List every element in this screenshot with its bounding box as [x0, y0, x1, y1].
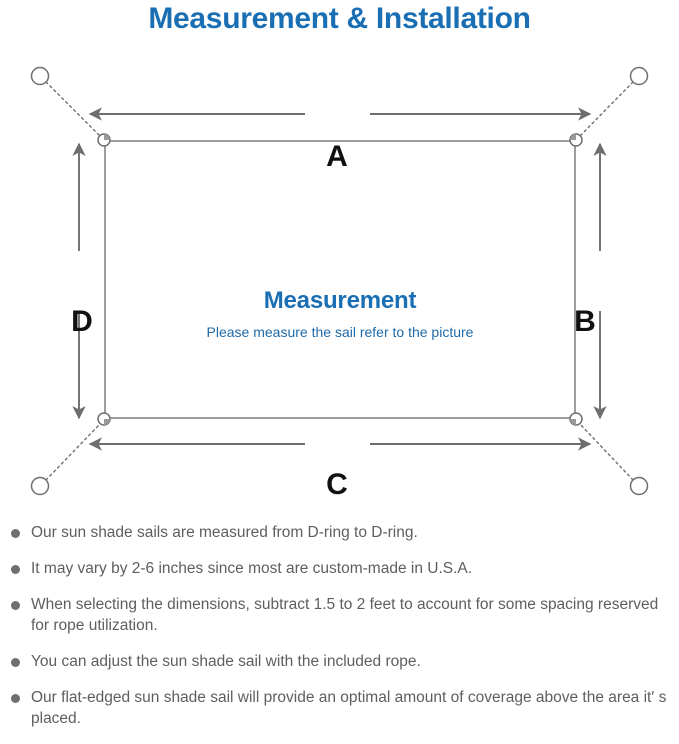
sail-center-subtitle: Please measure the sail refer to the pic…: [206, 324, 474, 340]
list-item: When selecting the dimensions, subtract …: [0, 594, 679, 636]
list-item: It may vary by 2-6 inches since most are…: [0, 558, 679, 579]
d-ring-bottom-left-tab: [104, 419, 110, 425]
rope-top-right: [579, 81, 634, 137]
sail-center-title: Measurement: [263, 287, 417, 314]
rope-lines: [45, 81, 634, 481]
anchor-bottom-right-icon: [629, 476, 649, 496]
page-title: Measurement & Installation: [148, 2, 531, 35]
note-text: Our flat-edged sun shade sail will provi…: [31, 689, 667, 727]
anchor-top-left-icon: [30, 66, 50, 86]
rope-bottom-left: [45, 423, 101, 481]
sail-center-label: Measurement Please measure the sail refe…: [140, 286, 540, 342]
anchor-rings: [30, 66, 649, 496]
note-text: Our sun shade sails are measured from D-…: [31, 524, 418, 541]
d-ring-top-right-tab: [570, 134, 576, 140]
d-ring-bottom-right-tab: [570, 419, 576, 425]
dimension-label-d: D: [71, 305, 93, 338]
bullet-icon: [11, 658, 20, 667]
dimension-label-c: C: [326, 468, 348, 501]
sail-outline: [104, 140, 576, 419]
d-ring-top-left-tab: [104, 134, 110, 140]
list-item: Our sun shade sails are measured from D-…: [0, 522, 679, 543]
anchor-bottom-left-icon: [30, 476, 50, 496]
note-text: When selecting the dimensions, subtract …: [31, 596, 659, 634]
note-text: You can adjust the sun shade sail with t…: [31, 653, 421, 670]
rope-bottom-right: [579, 423, 634, 481]
dimension-arrows: [72, 107, 607, 451]
dimension-label-b: B: [574, 305, 596, 338]
bullet-icon: [11, 529, 20, 538]
note-text: It may vary by 2-6 inches since most are…: [31, 560, 473, 577]
bullet-icon: [11, 694, 20, 703]
list-item: You can adjust the sun shade sail with t…: [0, 651, 679, 672]
dimension-label-a: A: [326, 140, 348, 173]
bullet-icon: [11, 565, 20, 574]
rope-top-left: [45, 81, 101, 137]
diagram-canvas: A B C D Measurement Please measure the s…: [0, 46, 679, 516]
sail-diagram-svg: [30, 66, 649, 496]
notes-list: Our sun shade sails are measured from D-…: [0, 522, 679, 744]
d-rings: [97, 133, 583, 426]
anchor-top-right-icon: [629, 66, 649, 86]
list-item: Our flat-edged sun shade sail will provi…: [0, 687, 679, 729]
bullet-icon: [11, 601, 20, 610]
